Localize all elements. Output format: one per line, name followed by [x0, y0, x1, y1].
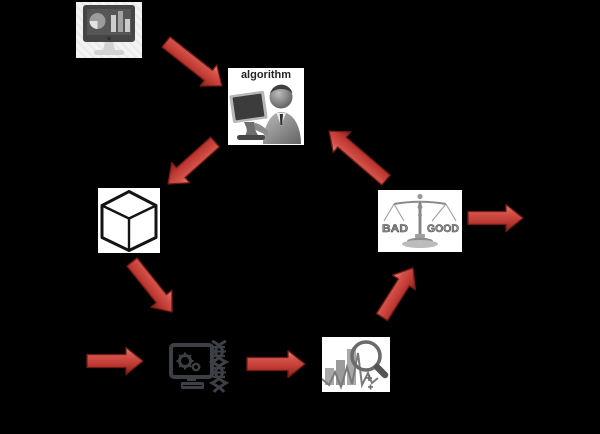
scale-pan-left-label: BAD: [382, 223, 408, 235]
arrow-dashboard-to-algorithm: [161, 36, 223, 87]
node-analysis: [322, 337, 390, 392]
arrow-algorithm-to-cube: [167, 136, 220, 185]
arrow-evaluation-to-right: [467, 203, 524, 233]
algorithm-label: algorithm: [240, 69, 292, 81]
node-evaluation: BAD GOOD: [378, 190, 462, 252]
scale-pan-right-label: GOOD: [427, 223, 459, 235]
balance-scale-icon: BAD GOOD: [382, 193, 459, 248]
person-computer-icon: [229, 84, 301, 144]
arrow-cube-to-simulation: [126, 257, 173, 313]
arrow-evaluation-to-algorithm: [328, 130, 391, 186]
node-simulation: [168, 340, 230, 394]
cube-icon: [100, 190, 158, 252]
computer-dna-icon: [169, 340, 230, 393]
chart-magnifier-icon: [322, 340, 389, 391]
monitor-dashboard-icon: [83, 5, 135, 55]
node-dashboard: [76, 2, 142, 58]
arrow-left-into-simulation: [86, 346, 144, 376]
arrow-analysis-to-evaluation: [375, 267, 416, 322]
node-algorithm: algorithm: [228, 68, 304, 145]
node-cube: [98, 188, 160, 253]
arrow-simulation-to-analysis: [246, 349, 306, 379]
